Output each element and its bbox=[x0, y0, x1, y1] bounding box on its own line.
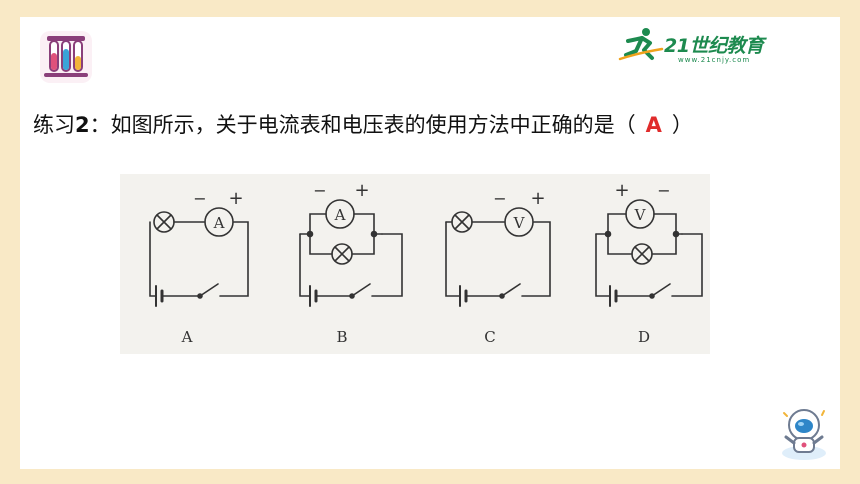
voltmeter-c-icon bbox=[504, 207, 534, 237]
slide: 21世纪教育 www.21cnjy.com 练习2：如图所示，关于电流表和电压表… bbox=[20, 17, 840, 469]
circuit-d: V + − D bbox=[595, 180, 703, 346]
plus-d: + bbox=[614, 180, 629, 201]
circuit-c: V − + C bbox=[445, 188, 551, 346]
meter-letter-a: A bbox=[213, 214, 225, 232]
question-colon: ： bbox=[89, 113, 111, 137]
question-number: 2 bbox=[75, 113, 90, 137]
circuit-a: A − + A bbox=[149, 188, 249, 346]
voltmeter-d-icon bbox=[625, 199, 655, 229]
minus-b: − bbox=[313, 181, 326, 200]
brand-name: 21世纪教育 bbox=[664, 35, 764, 57]
runner-logo-icon bbox=[618, 28, 664, 61]
minus-c: − bbox=[493, 189, 506, 208]
test-tubes-icon bbox=[38, 29, 94, 85]
meter-letter-d: V bbox=[634, 206, 647, 224]
brand-logo: 21世纪教育 www.21cnjy.com bbox=[618, 25, 828, 69]
question-prefix: 练习 bbox=[33, 113, 75, 137]
meter-letter-c: V bbox=[513, 214, 526, 232]
circuit-b: A − + B bbox=[299, 180, 403, 346]
lamp-b-icon bbox=[331, 243, 353, 265]
question-close: ） bbox=[671, 113, 693, 137]
lamp-d-icon bbox=[631, 243, 653, 265]
question-text: 练习2：如图所示，关于电流表和电压表的使用方法中正确的是（ A ） bbox=[33, 109, 693, 139]
label-b: B bbox=[336, 328, 347, 346]
label-c: C bbox=[484, 328, 495, 346]
label-a: A bbox=[181, 328, 193, 346]
minus-d: − bbox=[657, 181, 670, 200]
ammeter-b-icon bbox=[325, 199, 355, 229]
plus-b: + bbox=[354, 180, 369, 201]
meter-letter-b: A bbox=[334, 206, 346, 224]
label-d: D bbox=[638, 328, 650, 346]
brand-url: www.21cnjy.com bbox=[678, 56, 751, 64]
question-body: 如图所示，关于电流表和电压表的使用方法中正确的是（ bbox=[110, 113, 636, 137]
minus-a: − bbox=[193, 189, 206, 208]
plus-a: + bbox=[228, 188, 243, 209]
plus-c: + bbox=[530, 188, 545, 209]
astronaut-icon bbox=[778, 403, 830, 463]
answer-choice: A bbox=[645, 113, 662, 137]
ammeter-a-icon bbox=[204, 207, 234, 237]
circuit-figure: A − + A A bbox=[120, 174, 710, 354]
